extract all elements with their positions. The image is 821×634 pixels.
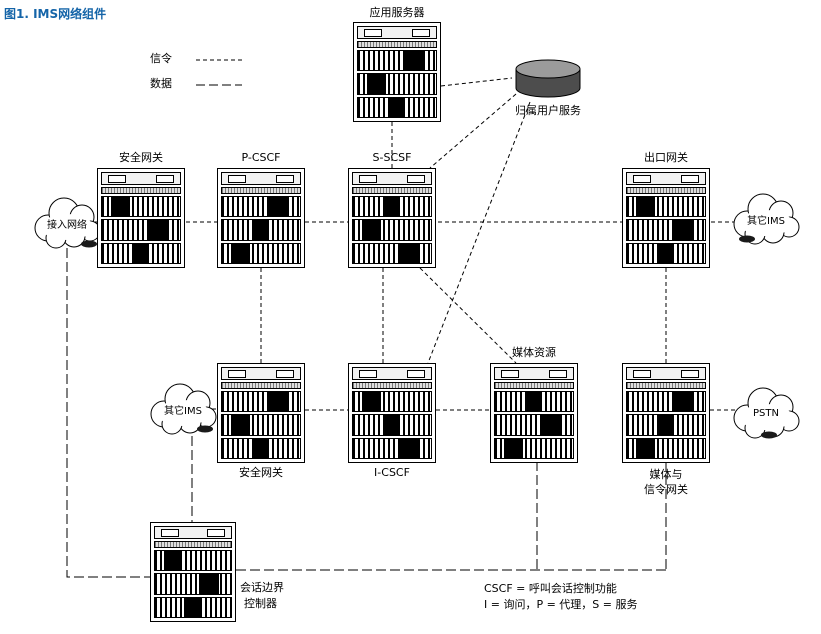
rack-card-band	[357, 50, 437, 72]
rack-vent-strip	[352, 382, 432, 389]
legend-data-line-icon	[196, 84, 242, 86]
label-p-cscf: P-CSCF	[241, 151, 281, 164]
rack-card-band	[352, 414, 432, 436]
rack-card-band	[626, 414, 706, 436]
node-i-cscf	[348, 363, 436, 463]
rack-top-panel	[352, 172, 432, 185]
rack-top-panel	[626, 172, 706, 185]
label-media-signaling-gateway-line1: 媒体与	[649, 468, 683, 481]
rack-card-band	[221, 414, 301, 436]
label-security-gateway-top: 安全网关	[119, 151, 163, 164]
node-session-border-controller	[150, 522, 236, 622]
rack-vent-strip	[626, 187, 706, 194]
node-s-scsf	[348, 168, 436, 268]
node-app-server	[353, 22, 441, 122]
database-cylinder-icon	[515, 59, 581, 98]
label-sbc-line2: 控制器	[244, 597, 277, 610]
rack-card-band	[221, 219, 301, 241]
rack-vent-strip	[494, 382, 574, 389]
node-egress-gateway	[622, 168, 710, 268]
rack-vent-strip	[221, 187, 301, 194]
node-media-resources	[490, 363, 578, 463]
rack-card-band	[154, 596, 232, 618]
label-s-scsf: S-SCSF	[372, 151, 412, 164]
rack-vent-strip	[357, 41, 437, 48]
legend-signaling-line-icon	[196, 59, 242, 61]
node-security-gateway-top	[97, 168, 185, 268]
rack-card-band	[154, 573, 232, 595]
rack-card-band	[626, 242, 706, 264]
cloud-shape-icon	[733, 387, 800, 439]
rack-vent-strip	[221, 382, 301, 389]
node-security-gateway-mid	[217, 363, 305, 463]
label-i-cscf: I-CSCF	[374, 466, 410, 479]
label-app-server: 应用服务器	[369, 6, 425, 19]
footnote-ips: I = 询问，P = 代理，S = 服务	[484, 598, 638, 611]
rack-card-band	[352, 196, 432, 218]
cloud-shape-icon	[733, 193, 800, 245]
node-media-signaling-gateway	[622, 363, 710, 463]
rack-card-band	[352, 437, 432, 459]
rack-card-band	[626, 391, 706, 413]
cloud-other-ims-top: 其它IMS	[729, 190, 803, 248]
cloud-label: PSTN	[753, 407, 779, 419]
rack-top-panel	[101, 172, 181, 185]
cloud-shape-icon	[150, 383, 217, 435]
rack-vent-strip	[626, 382, 706, 389]
footnote-cscf: CSCF = 呼叫会话控制功能	[484, 582, 617, 595]
rack-card-band	[494, 437, 574, 459]
rack-vent-strip	[352, 187, 432, 194]
rack-top-panel	[221, 172, 301, 185]
rack-card-band	[626, 196, 706, 218]
rack-card-band	[357, 96, 437, 118]
rack-top-panel	[221, 367, 301, 380]
rack-top-panel	[494, 367, 574, 380]
cloud-label: 其它IMS	[164, 405, 202, 417]
rack-card-band	[101, 196, 181, 218]
rack-card-band	[494, 391, 574, 413]
rack-card-band	[221, 196, 301, 218]
rack-card-band	[154, 550, 232, 572]
rack-card-band	[221, 242, 301, 264]
rack-card-band	[494, 414, 574, 436]
legend-data-label: 数据	[150, 77, 172, 90]
rack-vent-strip	[101, 187, 181, 194]
label-hss: 归属用户服务	[515, 104, 581, 117]
cloud-label: 接入网络	[47, 219, 87, 231]
legend-signaling-label: 信令	[150, 52, 172, 65]
label-sbc-line1: 会话边界	[240, 581, 284, 594]
rack-card-band	[101, 242, 181, 264]
cloud-other-ims-mid: 其它IMS	[146, 380, 220, 438]
rack-top-panel	[357, 26, 437, 39]
cloud-access-network: 接入网络	[30, 194, 104, 252]
label-media-signaling-gateway-line2: 信令网关	[644, 483, 688, 496]
cloud-pstn: PSTN	[729, 384, 803, 442]
rack-card-band	[352, 219, 432, 241]
rack-card-band	[352, 391, 432, 413]
figure-title: 图1. IMS网络组件	[4, 7, 107, 21]
data-lines	[66, 248, 667, 578]
rack-top-panel	[626, 367, 706, 380]
label-security-gateway-mid: 安全网关	[239, 466, 283, 479]
rack-top-panel	[154, 526, 232, 539]
node-hss-cylinder	[510, 56, 586, 106]
label-egress-gateway: 出口网关	[644, 151, 688, 164]
rack-card-band	[221, 437, 301, 459]
rack-card-band	[626, 437, 706, 459]
node-p-cscf	[217, 168, 305, 268]
rack-vent-strip	[154, 541, 232, 548]
rack-card-band	[626, 219, 706, 241]
cloud-shape-icon	[34, 197, 101, 249]
rack-card-band	[101, 219, 181, 241]
rack-top-panel	[352, 367, 432, 380]
rack-card-band	[357, 73, 437, 95]
label-media-resources: 媒体资源	[512, 346, 556, 359]
cloud-label: 其它IMS	[747, 215, 785, 227]
rack-card-band	[352, 242, 432, 264]
rack-card-band	[221, 391, 301, 413]
